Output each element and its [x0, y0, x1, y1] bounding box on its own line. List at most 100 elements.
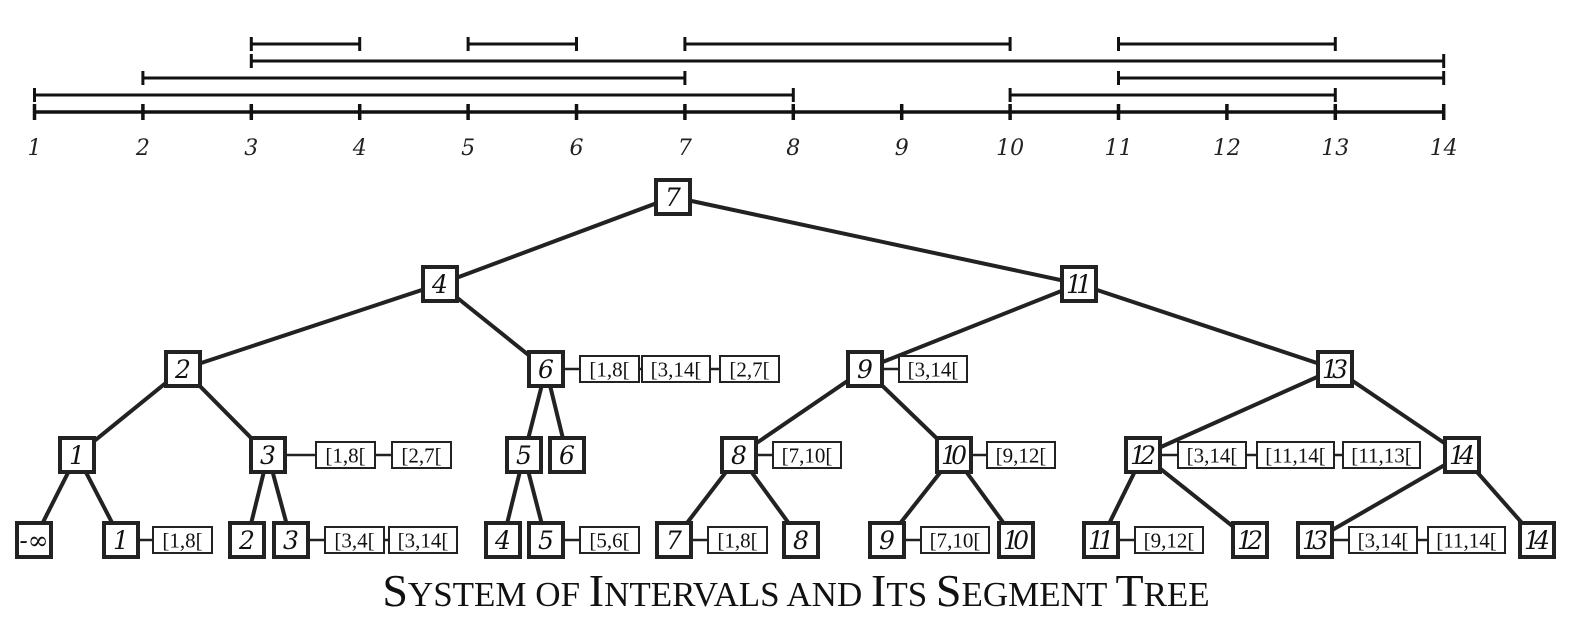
tag-label: [3,14[	[651, 358, 702, 382]
title-part: S	[382, 565, 408, 616]
node-box	[935, 436, 973, 474]
node-box	[846, 350, 884, 388]
tree-node: 12	[1231, 521, 1269, 559]
tag-label: [7,10[	[782, 444, 833, 468]
node-box	[720, 436, 758, 474]
interval-tag: [11,14[	[1427, 526, 1506, 554]
tag-box	[1348, 526, 1418, 554]
tag-label: [9,12[	[1144, 529, 1195, 553]
tag-box	[920, 526, 990, 554]
interval-tag: [3,14[	[641, 355, 711, 383]
interval-tag: [2,7[	[719, 355, 780, 383]
tree-node: 1[1,8[	[102, 521, 213, 559]
node-box	[1124, 436, 1162, 474]
node-label: -∞	[19, 526, 48, 555]
node-label: 8	[731, 441, 747, 470]
node-label: 13	[1302, 526, 1328, 555]
title-part: TS	[886, 575, 936, 614]
interval-tag: [9,12[	[1134, 526, 1204, 554]
title-part: EGMENT	[962, 575, 1116, 614]
node-label: 13	[1322, 355, 1348, 384]
tree-edge	[864, 282, 1080, 371]
interval-tag: [11,14[	[1256, 441, 1335, 469]
node-box	[164, 350, 202, 388]
interval-segment	[683, 37, 1012, 51]
axis-tick-label: 14	[1430, 136, 1458, 161]
node-label: 11	[1066, 270, 1092, 299]
tree-edge	[1078, 282, 1336, 371]
node-box	[782, 521, 820, 559]
title-part: T	[1115, 565, 1143, 616]
tag-box	[707, 526, 768, 554]
tree-node: 9[7,10[	[868, 521, 990, 559]
node-box	[1296, 521, 1334, 559]
axis-tick-label: 11	[1105, 136, 1133, 161]
interval-tag: [3,4[	[324, 526, 385, 554]
tree-node: 10[9,12[	[935, 436, 1056, 474]
node-box	[654, 178, 692, 216]
node-label: 14	[1449, 441, 1475, 470]
tree-node: 1	[58, 436, 96, 474]
tree-node: 2	[228, 521, 266, 559]
axis-tick-label: 12	[1213, 136, 1241, 161]
node-box	[15, 521, 53, 559]
interval-tag: [3,14[	[388, 526, 458, 554]
tag-box	[986, 441, 1056, 469]
axis-tick-label: 1	[28, 136, 42, 161]
title-part: I	[589, 565, 604, 616]
tag-label: [1,8[	[162, 529, 202, 553]
tree-node: 10	[997, 521, 1035, 559]
tree-node: 3 [3,4[[3,14[	[272, 521, 458, 559]
axis-tick-label: 2	[135, 136, 150, 161]
tree-node: 8	[782, 521, 820, 559]
tag-label: [2,7[	[401, 444, 441, 468]
node-label: 3	[283, 526, 299, 555]
tag-label: [3,14[	[1187, 444, 1238, 468]
tag-box	[898, 355, 968, 383]
tree-edge	[737, 367, 867, 457]
node-box	[997, 521, 1035, 559]
node-label: 7	[666, 526, 682, 555]
node-box	[58, 436, 96, 474]
tree-node: 6	[548, 436, 586, 474]
node-box	[868, 521, 906, 559]
interval-tag: [3,14[	[1348, 526, 1418, 554]
tag-box	[152, 526, 213, 554]
tree-edges	[32, 195, 1539, 542]
axis-tick-label: 13	[1321, 136, 1349, 161]
tree-node: 9[3,14[	[846, 350, 968, 388]
tag-label: [7,10[	[930, 529, 981, 553]
tag-label: [11,14[	[1436, 529, 1496, 553]
node-label: 11	[1088, 526, 1114, 555]
node-box	[1231, 521, 1269, 559]
node-box	[249, 436, 287, 474]
tag-box	[1134, 526, 1204, 554]
tag-box	[641, 355, 711, 383]
node-label: 14	[1524, 526, 1550, 555]
node-box	[1316, 350, 1354, 388]
axis-tick-label: 5	[461, 136, 475, 161]
node-label: 2	[238, 526, 255, 555]
node-label: 6	[538, 355, 554, 384]
node-label: 2	[174, 355, 191, 384]
node-box	[1518, 521, 1556, 559]
tree-edge	[439, 195, 674, 286]
node-label: 12	[1130, 441, 1156, 470]
tag-label: [11,14[	[1265, 444, 1325, 468]
node-label: 3	[260, 441, 276, 470]
node-box	[228, 521, 266, 559]
title-part: S	[936, 565, 962, 616]
interval-segment	[1117, 71, 1446, 85]
tag-box	[1256, 441, 1335, 469]
node-box	[527, 521, 565, 559]
axis-tick-label: 4	[352, 136, 367, 161]
tree-edge	[1142, 367, 1336, 457]
tag-label: [5,6[	[589, 529, 629, 553]
tree-node: 3[1,8[[2,7[	[249, 436, 452, 474]
node-box	[548, 436, 586, 474]
interval-system	[33, 37, 1446, 102]
interval-tag: [3,14[	[1177, 441, 1247, 469]
tree-node: -∞	[15, 521, 53, 559]
